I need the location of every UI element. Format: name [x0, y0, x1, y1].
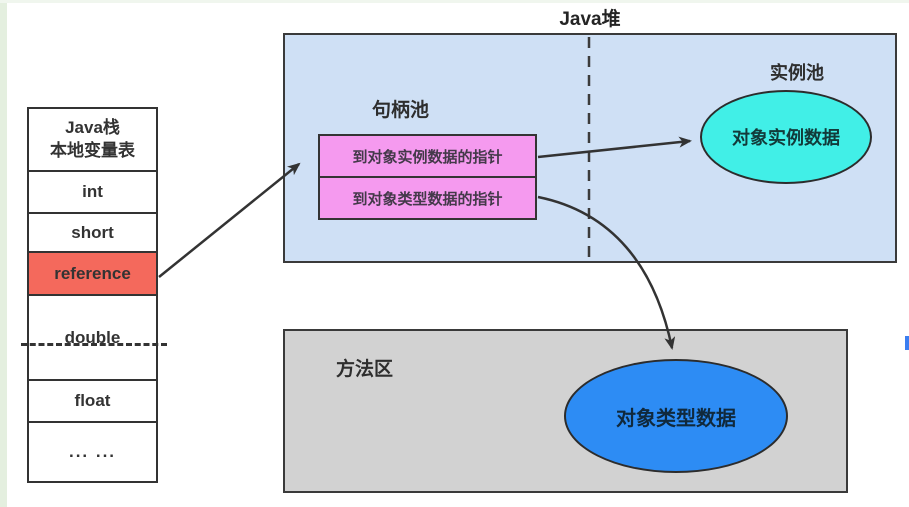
stack-title-line2: 本地变量表: [50, 140, 135, 160]
object-type-data-ellipse: 对象类型数据: [564, 359, 788, 473]
method-area-label: 方法区: [336, 359, 394, 380]
pointer-to-type-data-box: 到对象类型数据的指针: [318, 176, 537, 220]
java-stack-table: Java栈 本地变量表 int short reference double f…: [27, 107, 158, 483]
stack-cell-int: int: [29, 172, 156, 214]
object-instance-data-label: 对象实例数据: [732, 128, 840, 148]
stack-cell-label: int: [82, 182, 103, 201]
handle-pool-label: 句柄池: [372, 100, 430, 121]
double-slot-dashed-divider: [21, 343, 167, 346]
capture-edge-tint-top: [0, 0, 909, 3]
capture-edge-tint-left: [0, 0, 7, 507]
object-type-data-label: 对象类型数据: [616, 407, 736, 430]
stack-table-header: Java栈 本地变量表: [29, 109, 156, 172]
stack-cell-float: float: [29, 381, 156, 423]
arrow-reference-to-handle-pool: [158, 162, 301, 278]
stack-cell-short: short: [29, 214, 156, 253]
java-heap-title: Java堆: [559, 9, 621, 30]
stack-cell-label: double: [64, 327, 121, 347]
stack-cell-label: reference: [54, 263, 131, 283]
pointer-to-instance-data-box: 到对象实例数据的指针: [318, 134, 537, 178]
pointer-to-instance-data-label: 到对象实例数据的指针: [352, 148, 503, 166]
stack-cell-ellipsis: ... ...: [29, 423, 156, 481]
stack-cell-double: double: [29, 296, 156, 381]
capture-edge-artifact: [905, 336, 909, 350]
stack-title-line1: Java栈: [65, 117, 120, 137]
stack-cell-label: float: [74, 391, 111, 410]
instance-pool-label: 实例池: [770, 63, 824, 83]
stack-cell-reference: reference: [29, 253, 156, 296]
pointer-to-type-data-label: 到对象类型数据的指针: [352, 190, 503, 208]
stack-cell-label: short: [71, 222, 114, 242]
stack-cell-label: ... ...: [68, 442, 117, 461]
object-instance-data-ellipse: 对象实例数据: [700, 90, 872, 184]
